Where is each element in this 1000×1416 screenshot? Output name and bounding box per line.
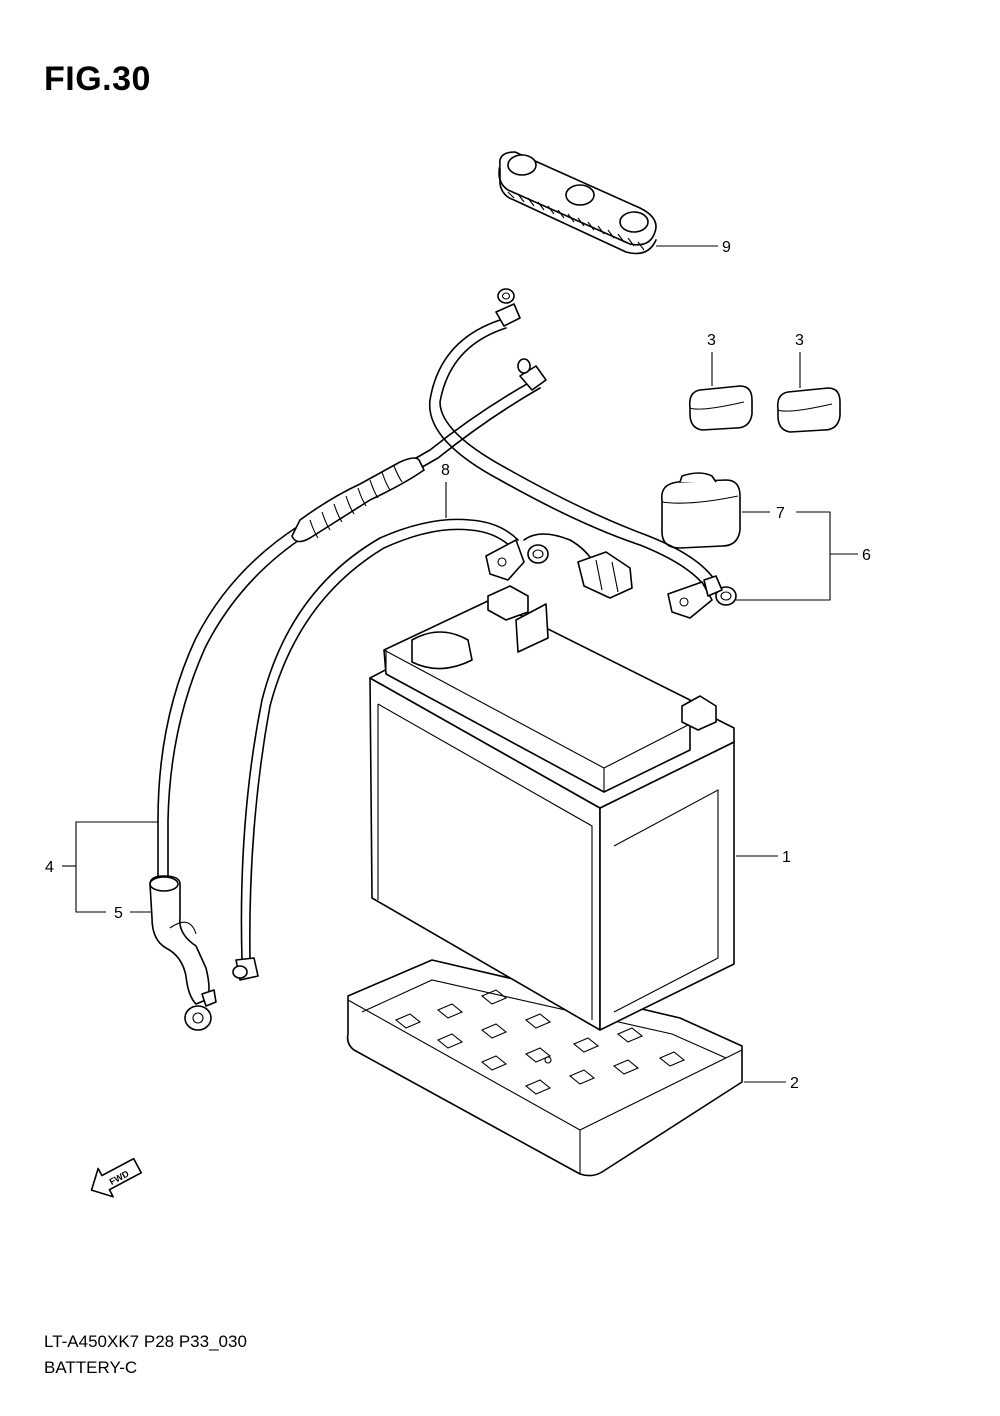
footer-group-name: BATTERY-C	[44, 1358, 138, 1377]
fwd-arrow-icon: FWD	[90, 1157, 142, 1198]
part-4-negative-cable[interactable]	[157, 358, 547, 881]
footer-model-code: LT-A450XK7 P28 P33_030	[44, 1332, 247, 1351]
part-9-rubber-strap[interactable]	[498, 151, 657, 255]
part-1-battery[interactable]	[369, 585, 735, 1031]
part-6-positive-cable[interactable]	[428, 288, 737, 619]
callout-8: 8	[441, 462, 450, 479]
part-2-battery-tray[interactable]	[346, 959, 743, 1177]
callout-9: 9	[722, 239, 731, 256]
callout-6: 6	[862, 547, 871, 564]
callout-1: 1	[782, 849, 791, 866]
part-5-terminal-boot[interactable]	[149, 875, 217, 1031]
figure-title: FIG.30	[44, 60, 151, 98]
part-7-cap[interactable]	[661, 472, 741, 549]
part-8-lead-wire[interactable]	[232, 518, 633, 981]
callout-3b: 3	[795, 332, 804, 349]
part-3-terminal-cap-b[interactable]	[776, 387, 841, 433]
callout-3a: 3	[707, 332, 716, 349]
callout-5: 5	[114, 905, 123, 922]
callout-2: 2	[790, 1075, 799, 1092]
callout-7: 7	[776, 505, 785, 522]
callout-4: 4	[45, 859, 54, 876]
part-3-terminal-cap-a[interactable]	[688, 385, 753, 431]
